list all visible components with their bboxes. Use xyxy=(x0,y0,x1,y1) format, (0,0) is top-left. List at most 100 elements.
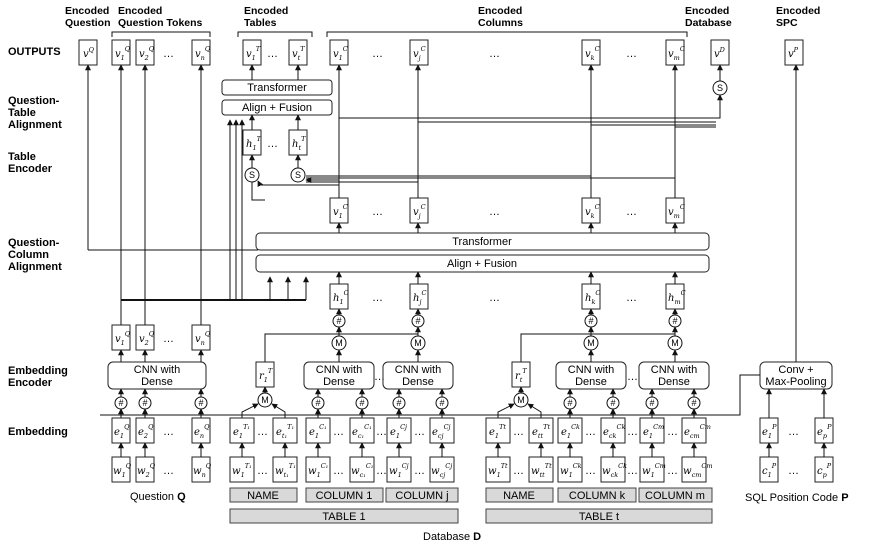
svg-text:…: … xyxy=(163,465,174,477)
output-ellipsis-c1: … xyxy=(372,48,383,60)
qc-transformer-label: Transformer xyxy=(452,236,512,248)
svg-text:…: … xyxy=(414,426,425,438)
svg-text:…: … xyxy=(257,465,268,477)
svg-text:…: … xyxy=(667,465,678,477)
svg-text:…: … xyxy=(257,426,268,438)
qv-ellipsis: … xyxy=(163,333,174,345)
db-name2-box xyxy=(485,487,554,503)
header-brackets xyxy=(111,31,688,37)
svg-text:#: # xyxy=(610,398,615,408)
caption-spc: SQL Position Code P xyxy=(745,492,849,504)
svg-text:…: … xyxy=(513,465,524,477)
table-encoder: h1T … htT S S xyxy=(242,114,308,183)
svg-text:#: # xyxy=(359,398,364,408)
svg-text:M: M xyxy=(587,338,595,348)
svg-text:…: … xyxy=(627,465,638,477)
svg-text:M: M xyxy=(671,338,679,348)
db-col1-label: COLUMN 1 xyxy=(316,490,373,502)
cnn-dense-colm xyxy=(638,361,710,390)
qt-transformer-box xyxy=(221,79,333,96)
select-op-tt-label: S xyxy=(295,170,301,180)
cnn-dense-question xyxy=(107,361,207,390)
svg-text:#: # xyxy=(142,398,147,408)
question-table-alignment: Transformer Align + Fusion xyxy=(221,64,333,116)
db-col1-box xyxy=(305,487,384,503)
svg-text:…: … xyxy=(585,426,596,438)
svg-text:M: M xyxy=(414,338,422,348)
database-items: NAME COLUMN 1 COLUMN j TABLE 1 NAME COLU… xyxy=(229,487,713,524)
output-vd-label: vD xyxy=(714,46,726,60)
db-colk-label: COLUMN k xyxy=(569,490,626,502)
svg-text:…: … xyxy=(414,465,425,477)
db-colj-box xyxy=(385,487,459,503)
qc-align-fusion-box xyxy=(255,254,710,273)
select-op-t1-label: S xyxy=(249,170,255,180)
output-ellipsis-q: … xyxy=(163,48,174,60)
svg-text:#: # xyxy=(118,398,123,408)
stage-embedding: Embedding xyxy=(8,426,68,438)
output-ellipsis-c2: … xyxy=(489,48,500,60)
output-ellipsis-t: … xyxy=(267,48,278,60)
svg-text:#: # xyxy=(649,398,654,408)
db-tablet-label: TABLE t xyxy=(579,511,619,523)
output-vp-label: vP xyxy=(788,46,799,60)
db-colm-box xyxy=(638,487,713,503)
enc-ellipsis-1: … xyxy=(374,371,385,383)
svg-text:…: … xyxy=(376,426,387,438)
mid-ellipsis-3: … xyxy=(626,206,637,218)
output-ellipsis-c3: … xyxy=(626,48,637,60)
svg-text:#: # xyxy=(567,398,572,408)
mid-ellipsis-1: … xyxy=(372,206,383,218)
svg-text:…: … xyxy=(667,426,678,438)
db-colm-label: COLUMN m xyxy=(645,490,705,502)
svg-text:M: M xyxy=(335,338,343,348)
svg-text:…: … xyxy=(585,465,596,477)
svg-text:#: # xyxy=(672,316,677,326)
db-table1-label: TABLE 1 xyxy=(322,511,365,523)
svg-text:#: # xyxy=(588,316,593,326)
embedding-row: e1Q e2Q … enQ e1T₁ … et₁T₁ e1C₁ … ec₁C₁ … xyxy=(111,417,834,444)
svg-text:M: M xyxy=(517,395,525,405)
caption-database: Database D xyxy=(423,531,481,543)
qt-align-fusion-label: Align + Fusion xyxy=(242,102,312,114)
enc-ellipsis-2: … xyxy=(627,371,638,383)
hc-ellipsis-1: … xyxy=(372,292,383,304)
db-tablet-box xyxy=(485,508,713,524)
stage-outputs: OUTPUTS xyxy=(8,46,61,58)
svg-text:…: … xyxy=(788,426,799,438)
qc-transformer-box xyxy=(255,232,710,251)
input-row: w1Q w2Q … wnQ w1T₁ … wt₁T₁ w1C₁ … wc₁C₁ … xyxy=(111,456,834,483)
svg-text:…: … xyxy=(163,426,174,438)
db-colk-box xyxy=(557,487,637,503)
svg-text:…: … xyxy=(376,465,387,477)
svg-text:#: # xyxy=(439,398,444,408)
svg-text:M: M xyxy=(261,395,269,405)
mid-ellipsis-2: … xyxy=(489,206,500,218)
svg-text:…: … xyxy=(627,426,638,438)
svg-text:…: … xyxy=(333,426,344,438)
svg-text:#: # xyxy=(396,398,401,408)
db-name2-label: NAME xyxy=(503,490,535,502)
ht-ellipsis: … xyxy=(267,138,278,150)
svg-text:#: # xyxy=(198,398,203,408)
svg-text:#: # xyxy=(691,398,696,408)
column-hidden-vectors: h1C … hjC … hkC … hmC xyxy=(329,283,686,310)
svg-text:#: # xyxy=(336,316,341,326)
qc-align-fusion-label: Align + Fusion xyxy=(447,258,517,270)
question-column-alignment: Transformer Align + Fusion xyxy=(255,232,710,273)
